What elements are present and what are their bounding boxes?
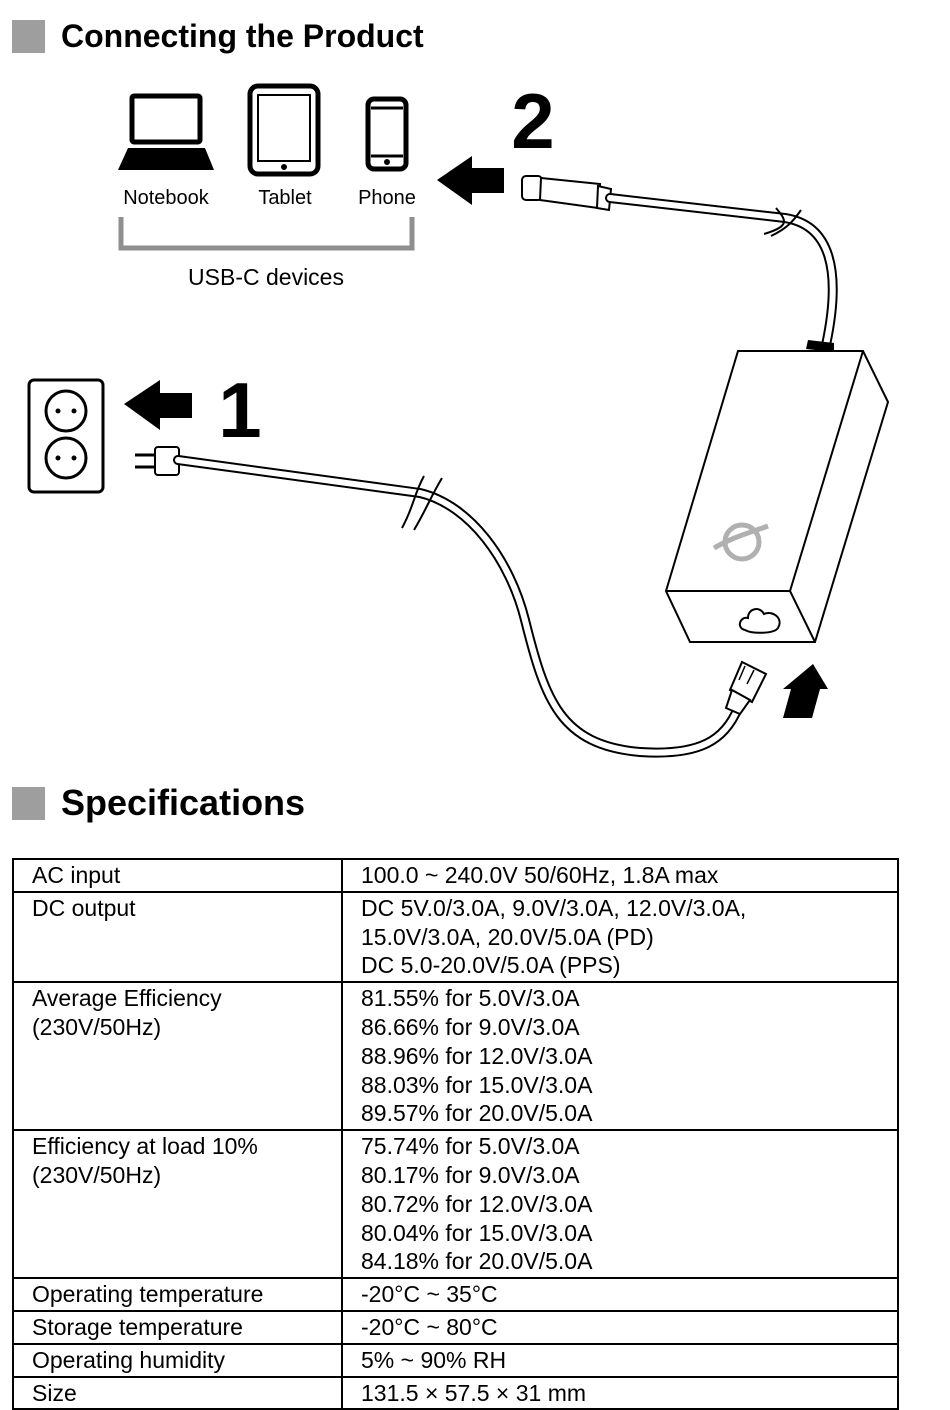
devices-bracket: [118, 217, 415, 251]
table-row: DC output DC 5V.0/3.0A, 9.0V/3.0A, 12.0V…: [12, 890, 899, 984]
table-row: Storage temperature -20°C ~ 80°C: [12, 1309, 899, 1345]
table-row: AC input 100.0 ~ 240.0V 50/60Hz, 1.8A ma…: [12, 858, 899, 893]
wall-outlet-icon: [27, 378, 105, 494]
ac-plug-icon: [724, 660, 768, 716]
spec-label: Efficiency at load 10% (230V/50Hz): [12, 1129, 343, 1280]
device-label-notebook: Notebook: [123, 187, 210, 209]
spec-label: Operating humidity: [12, 1342, 343, 1378]
ac-cable: [173, 455, 743, 758]
connection-diagram: Notebook Tablet Phone USB-C devices 2: [27, 77, 890, 758]
step-number-2: 2: [511, 77, 554, 165]
table-row: Size 131.5 × 57.5 × 31 mm: [12, 1375, 899, 1410]
section-title: Connecting the Product: [61, 18, 424, 54]
notebook-icon: [118, 93, 214, 170]
tablet-icon: [247, 83, 321, 177]
spec-label: Average Efficiency (230V/50Hz): [12, 981, 343, 1132]
spec-label: DC output: [12, 890, 343, 984]
table-row: Operating humidity 5% ~ 90% RH: [12, 1342, 899, 1378]
phone-icon: [365, 96, 409, 172]
table-row: Average Efficiency (230V/50Hz) 81.55% fo…: [12, 981, 899, 1132]
spec-label: Operating temperature: [12, 1277, 343, 1312]
spec-value: 75.74% for 5.0V/3.0A 80.17% for 9.0V/3.0…: [341, 1129, 899, 1280]
section-heading-specifications: Specifications: [12, 782, 305, 824]
section-marker: [12, 20, 45, 53]
device-label-tablet: Tablet: [258, 187, 312, 209]
arrow-left-icon: [124, 380, 192, 430]
table-row: Efficiency at load 10% (230V/50Hz) 75.74…: [12, 1129, 899, 1280]
spec-label: Size: [12, 1375, 343, 1410]
specifications-table: AC input 100.0 ~ 240.0V 50/60Hz, 1.8A ma…: [12, 858, 899, 1410]
arrow-up-icon: [783, 664, 828, 718]
spec-value: -20°C ~ 80°C: [341, 1309, 899, 1345]
spec-value: -20°C ~ 35°C: [341, 1277, 899, 1312]
brand-logo-icon: [712, 522, 769, 562]
ac-socket-icon: [738, 608, 781, 634]
table-row: Operating temperature -20°C ~ 35°C: [12, 1277, 899, 1312]
arrow-left-icon: [437, 156, 504, 205]
section-heading-connecting: Connecting the Product: [12, 18, 424, 55]
device-label-phone: Phone: [358, 187, 416, 209]
section-title: Specifications: [61, 782, 306, 823]
power-adapter-icon: [664, 350, 890, 643]
spec-value: 100.0 ~ 240.0V 50/60Hz, 1.8A max: [341, 858, 899, 893]
spec-value: DC 5V.0/3.0A, 9.0V/3.0A, 12.0V/3.0A, 15.…: [341, 890, 899, 984]
step-number-1: 1: [218, 366, 261, 454]
spec-value: 81.55% for 5.0V/3.0A 86.66% for 9.0V/3.0…: [341, 981, 899, 1132]
devices-group-label: USB-C devices: [188, 264, 344, 290]
usb-c-plug-icon: [521, 175, 613, 212]
usb-c-cable: [605, 193, 838, 352]
spec-label: AC input: [12, 858, 343, 893]
spec-value: 131.5 × 57.5 × 31 mm: [341, 1375, 899, 1410]
section-marker: [12, 786, 45, 820]
mains-plug-icon: [135, 446, 180, 476]
spec-label: Storage temperature: [12, 1309, 343, 1345]
spec-value: 5% ~ 90% RH: [341, 1342, 899, 1378]
